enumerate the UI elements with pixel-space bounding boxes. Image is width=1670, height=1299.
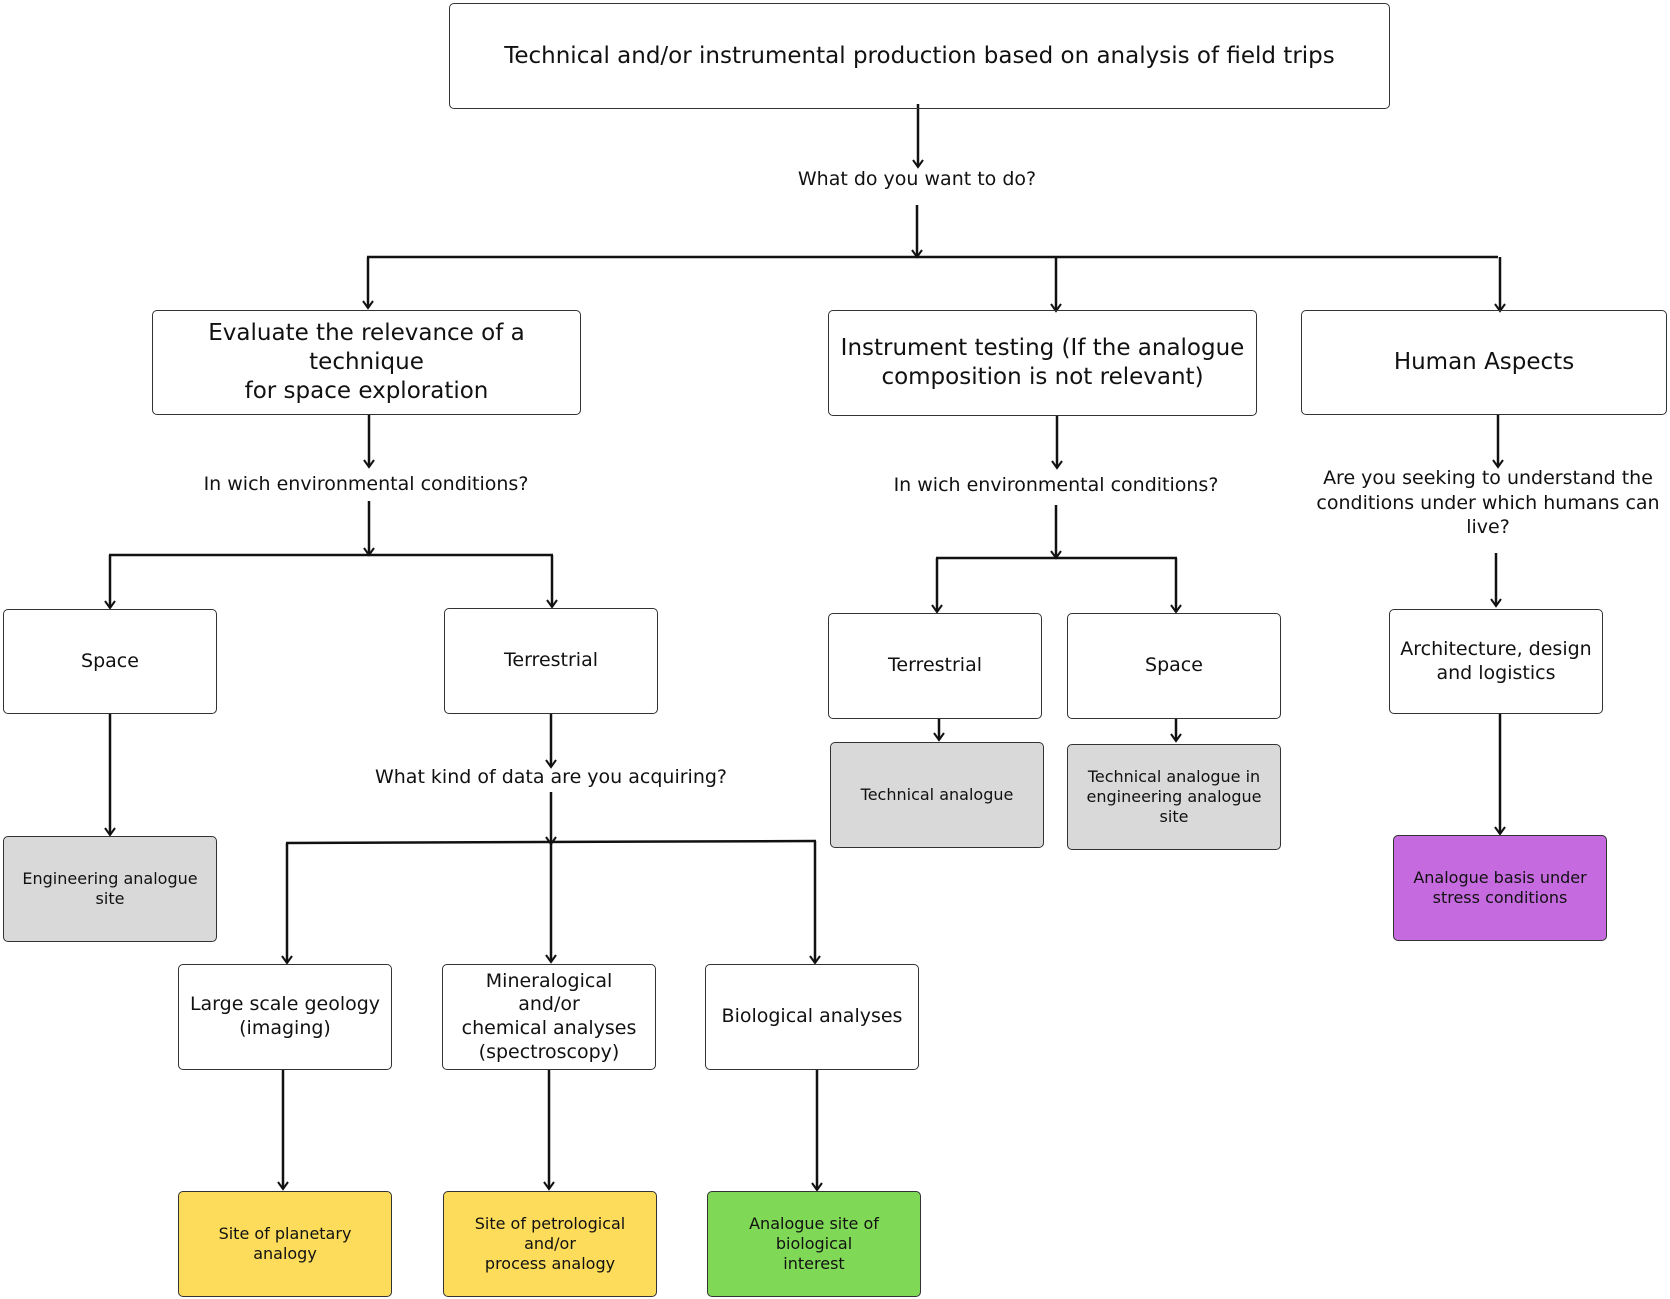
- outcome-technical-analogue: Technical analogue: [830, 742, 1044, 848]
- node-terrestrial-mid: Terrestrial: [828, 613, 1042, 719]
- node-space-left: Space: [3, 609, 217, 714]
- branch-evaluate: Evaluate the relevance of a technique fo…: [152, 310, 581, 415]
- outcome-planetary-analogy: Site of planetary analogy: [178, 1191, 392, 1297]
- node-large-scale-geology: Large scale geology (imaging): [178, 964, 392, 1070]
- node-mineralogical: Mineralogical and/or chemical analyses (…: [442, 964, 656, 1070]
- outcome-petrological-analogy: Site of petrological and/or process anal…: [443, 1191, 657, 1297]
- question-what-to-do: What do you want to do?: [797, 168, 1037, 190]
- question-conditions-mid: In wich environmental conditions?: [893, 474, 1219, 496]
- node-architecture: Architecture, design and logistics: [1389, 609, 1603, 714]
- outcome-engineering-site: Engineering analogue site: [3, 836, 217, 942]
- node-biological: Biological analyses: [705, 964, 919, 1070]
- question-data-kind: What kind of data are you acquiring?: [374, 766, 728, 788]
- root-box: Technical and/or instrumental production…: [449, 3, 1390, 109]
- question-conditions-left: In wich environmental conditions?: [203, 473, 529, 495]
- branch-instrument-testing: Instrument testing (If the analogue comp…: [828, 310, 1257, 416]
- question-human: Are you seeking to understand the condit…: [1316, 467, 1660, 539]
- outcome-technical-in-engineering: Technical analogue in engineering analog…: [1067, 744, 1281, 850]
- outcome-stress-basis: Analogue basis under stress conditions: [1393, 835, 1607, 941]
- node-space-mid: Space: [1067, 613, 1281, 719]
- outcome-biological-interest: Analogue site of biological interest: [707, 1191, 921, 1297]
- branch-human-aspects: Human Aspects: [1301, 310, 1667, 415]
- node-terrestrial-left: Terrestrial: [444, 608, 658, 714]
